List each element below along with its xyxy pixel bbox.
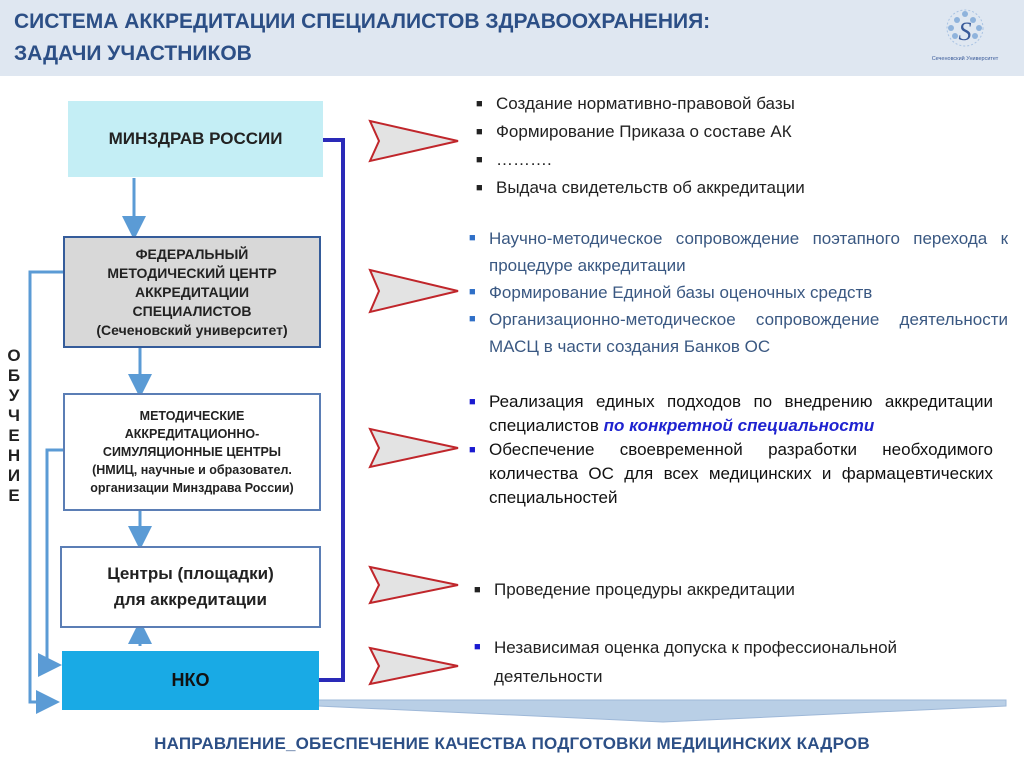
chevron-1 xyxy=(368,119,459,163)
list-item: ■Создание нормативно-правовой базы xyxy=(470,90,890,118)
loop-connector-outer xyxy=(28,270,63,714)
task-list-nko: ■Независимая оценка допуска к профессион… xyxy=(468,633,1008,691)
bullet-icon: ■ xyxy=(474,584,481,596)
bullet-icon: ■ xyxy=(469,444,476,456)
tree-logo-icon: S xyxy=(946,9,984,47)
list-item: ■Реализация единых подходов по внедрению… xyxy=(469,392,993,435)
red-chevrons xyxy=(368,119,459,686)
bullet-icon: ■ xyxy=(476,126,483,138)
flow-arrows xyxy=(28,178,152,714)
chevron-5 xyxy=(368,646,459,686)
chevron-4 xyxy=(368,565,459,605)
bullet-icon: ■ xyxy=(476,98,483,110)
org-box-accreditation-sites: Центры (площадки) для аккредитации xyxy=(60,546,321,628)
list-item: ■Обеспечение своевременной разработки не… xyxy=(469,440,993,507)
list-item: ■Независимая оценка допуска к профессион… xyxy=(468,633,1008,691)
bullet-icon: ■ xyxy=(469,232,476,244)
bottom-banner-shape xyxy=(317,699,1007,723)
right-bracket xyxy=(319,138,345,682)
bullet-icon: ■ xyxy=(469,313,476,325)
loop-connector-inner xyxy=(38,448,63,677)
bullet-icon: ■ xyxy=(476,154,483,166)
footer-caption: НАПРАВЛЕНИЕ_ОБЕСПЕЧЕНИЕ КАЧЕСТВА ПОДГОТО… xyxy=(154,734,870,753)
chevron-3 xyxy=(368,427,459,469)
org-box-federal-center: ФЕДЕРАЛЬНЫЙ МЕТОДИЧЕСКИЙ ЦЕНТР АККРЕДИТА… xyxy=(63,236,321,348)
org-box-nko: НКО xyxy=(62,651,319,710)
list-item: ■Выдача свидетельств об аккредитации xyxy=(470,174,890,202)
bullet-icon: ■ xyxy=(469,286,476,298)
sechenov-university-logo: S Сеченовский Университет xyxy=(915,6,1015,72)
bullet-icon: ■ xyxy=(474,641,481,653)
task-list-simulation-centers: ■Реализация единых подходов по внедрению… xyxy=(463,390,993,510)
page-title: СИСТЕМА АККРЕДИТАЦИИ СПЕЦИАЛИСТОВ ЗДРАВО… xyxy=(14,10,711,65)
list-item: ■Формирование Приказа о составе АК xyxy=(470,118,890,146)
list-item: ■Формирование Единой базы оценочных сред… xyxy=(463,279,1008,306)
bullet-icon: ■ xyxy=(469,396,476,408)
emphasis-text: по конкретной специальности xyxy=(603,416,875,435)
org-box-simulation-centers: МЕТОДИЧЕСКИЕ АККРЕДИТАЦИОННО- СИМУЛЯЦИОН… xyxy=(63,393,321,511)
logo-text: Сеченовский Университет xyxy=(931,56,999,62)
list-item: ■Организационно-методическое сопровожден… xyxy=(463,306,1008,360)
list-item: ■Научно-методическое сопровождение поэта… xyxy=(463,225,1008,279)
chevron-2 xyxy=(368,268,459,314)
list-item: ■Проведение процедуры аккредитации xyxy=(468,576,948,604)
bullet-icon: ■ xyxy=(476,182,483,194)
task-list-federal-center: ■Научно-методическое сопровождение поэта… xyxy=(463,225,1008,360)
list-item: ■………. xyxy=(470,146,890,174)
header-bar: СИСТЕМА АККРЕДИТАЦИИ СПЕЦИАЛИСТОВ ЗДРАВО… xyxy=(0,0,1024,76)
org-box-minzdrav: МИНЗДРАВ РОССИИ xyxy=(68,101,323,177)
task-list-minzdrav: ■Создание нормативно-правовой базы ■Форм… xyxy=(470,90,890,202)
svg-text:S: S xyxy=(959,17,972,46)
task-list-accreditation-sites: ■Проведение процедуры аккредитации xyxy=(468,576,948,604)
